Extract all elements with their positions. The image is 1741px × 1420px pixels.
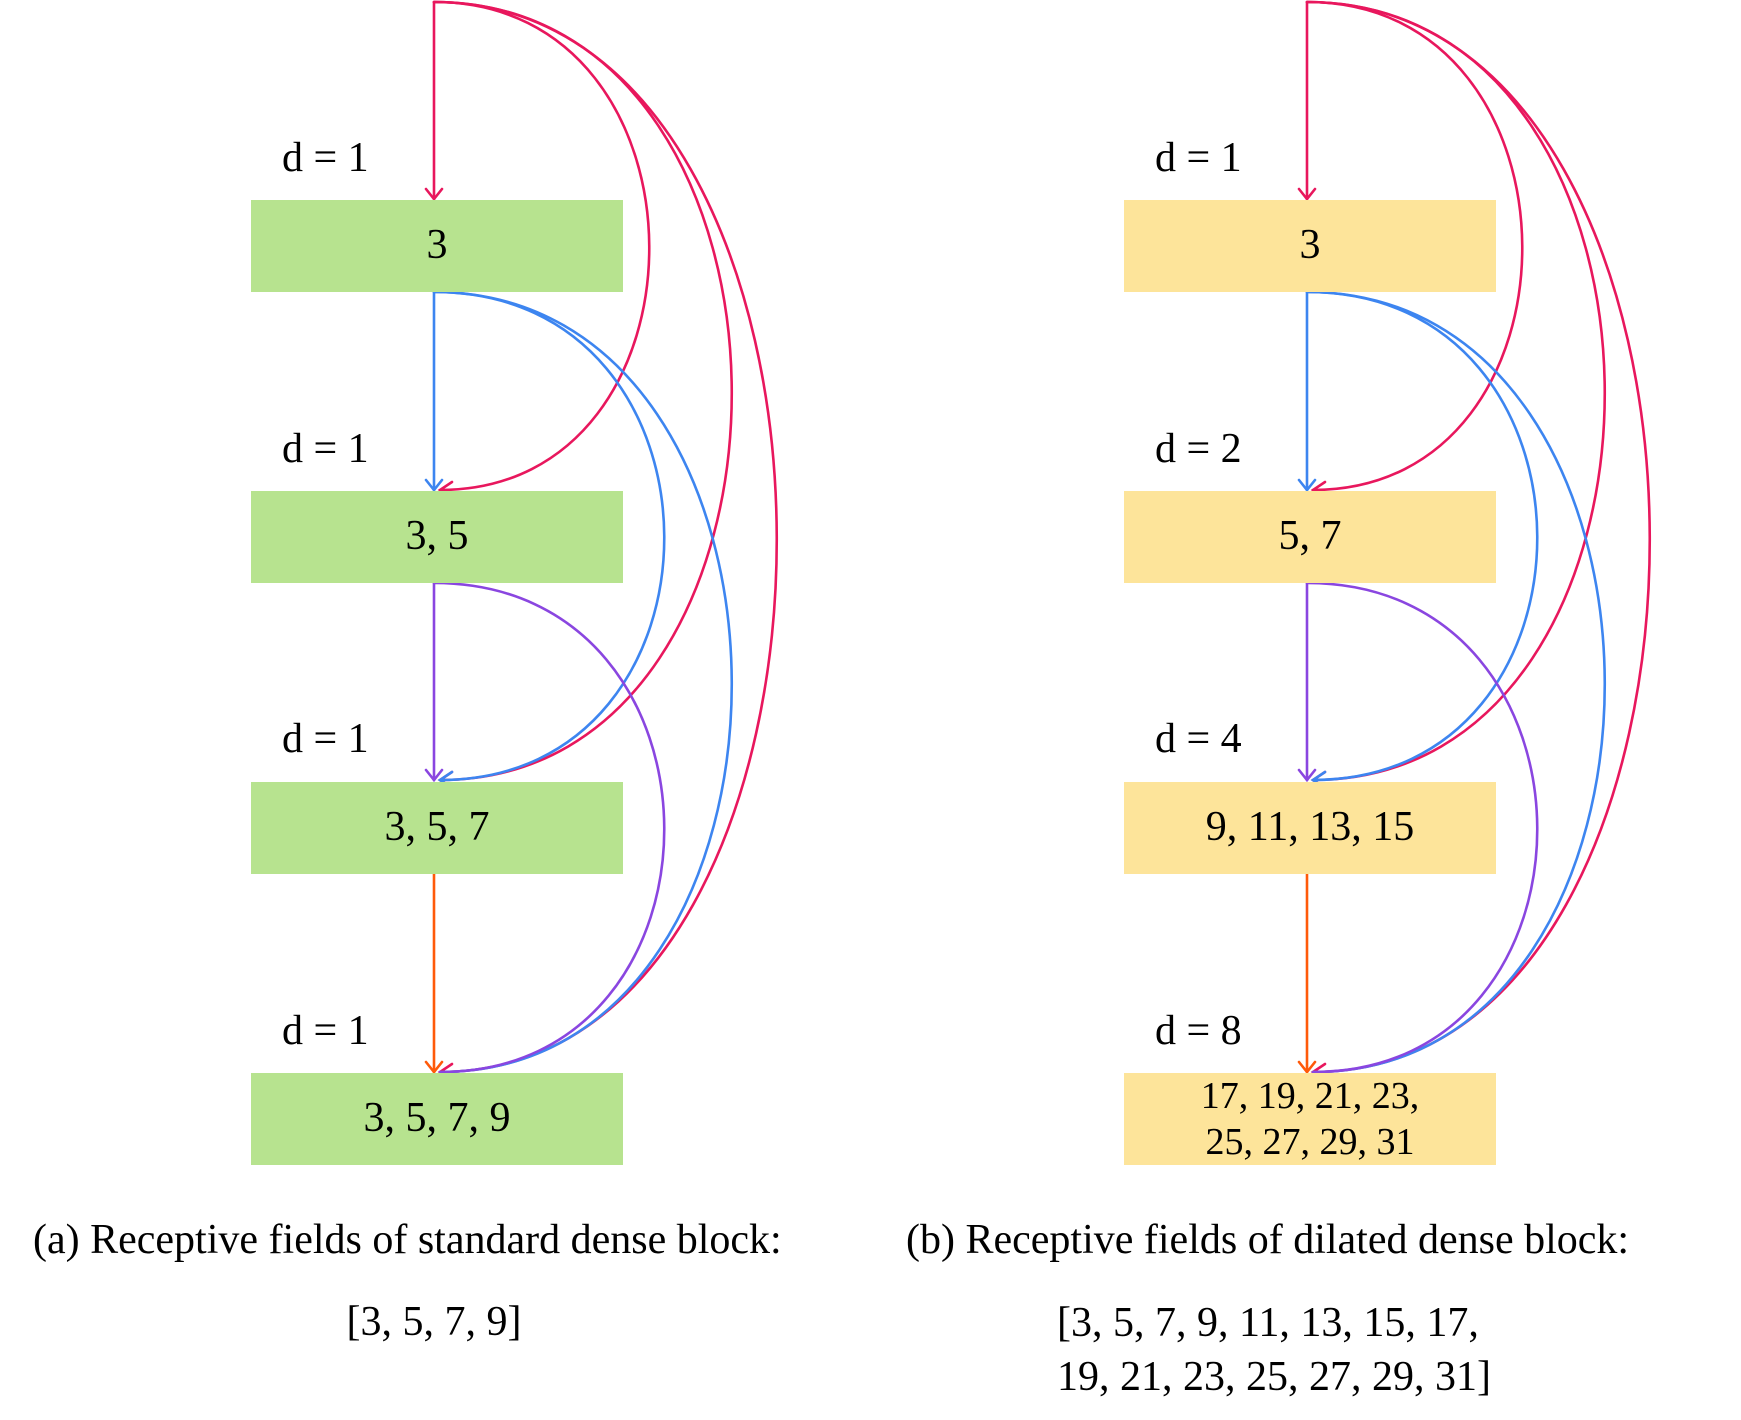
layer-box-a-2-text: 3, 5 <box>405 513 469 560</box>
layer-box-b-4-line1: 17, 19, 21, 23, <box>1200 1074 1420 1117</box>
layer-box-a-1-text: 3 <box>426 222 448 269</box>
layer-box-a-1: 3 <box>251 200 623 292</box>
layer-box-a-4-text: 3, 5, 7, 9 <box>363 1095 511 1142</box>
layer-box-a-3: 3, 5, 7 <box>251 782 623 874</box>
layer-box-b-4: 17, 19, 21, 23, 25, 27, 29, 31 <box>1124 1073 1496 1165</box>
layer3-connections-a <box>424 872 444 1075</box>
layer-box-b-3: 9, 11, 13, 15 <box>1124 782 1496 874</box>
dilation-label-b-4: d = 8 <box>1155 1008 1242 1054</box>
layer-box-b-3-text: 9, 11, 13, 15 <box>1205 804 1415 851</box>
receptive-fields-b-line2: 19, 21, 23, 25, 27, 29, 31] <box>1057 1353 1491 1400</box>
dilation-label-a-1: d = 1 <box>282 135 369 181</box>
layer1-connections-b <box>1297 290 1607 1074</box>
layer2-connections-b <box>1297 581 1539 1074</box>
layer-box-a-3-text: 3, 5, 7 <box>384 804 490 851</box>
dilation-label-b-3: d = 4 <box>1155 716 1242 762</box>
caption-a: (a) Receptive fields of standard dense b… <box>33 1217 782 1263</box>
layer-box-a-2: 3, 5 <box>251 491 623 583</box>
panel-a-arrows <box>424 0 778 1082</box>
dilation-label-b-1: d = 1 <box>1155 135 1242 181</box>
layer3-connections-b <box>1297 872 1317 1075</box>
dilation-label-a-3: d = 1 <box>282 716 369 762</box>
layer-box-b-1-text: 3 <box>1299 222 1321 269</box>
caption-b: (b) Receptive fields of dilated dense bl… <box>906 1217 1630 1263</box>
dilation-label-a-4: d = 1 <box>282 1008 369 1054</box>
panel-b-arrows <box>1297 0 1651 1082</box>
receptive-fields-b-line1: [3, 5, 7, 9, 11, 13, 15, 17, <box>1057 1300 1479 1346</box>
dilation-label-b-2: d = 2 <box>1155 426 1242 472</box>
layer2-connections-a <box>424 581 666 1074</box>
dilation-label-a-2: d = 1 <box>282 426 369 472</box>
layer-box-a-4: 3, 5, 7, 9 <box>251 1073 623 1165</box>
layer-box-b-2: 5, 7 <box>1124 491 1496 583</box>
layer-box-b-2-text: 5, 7 <box>1278 513 1342 560</box>
layer-box-b-4-line2: 25, 27, 29, 31 <box>1205 1121 1415 1163</box>
layer1-connections-a <box>424 290 734 1074</box>
receptive-fields-a: [3, 5, 7, 9] <box>346 1299 522 1345</box>
layer-box-b-1: 3 <box>1124 200 1496 292</box>
receptive-fields-b: [3, 5, 7, 9, 11, 13, 15, 17, 19, 21, 23,… <box>1057 1297 1557 1405</box>
